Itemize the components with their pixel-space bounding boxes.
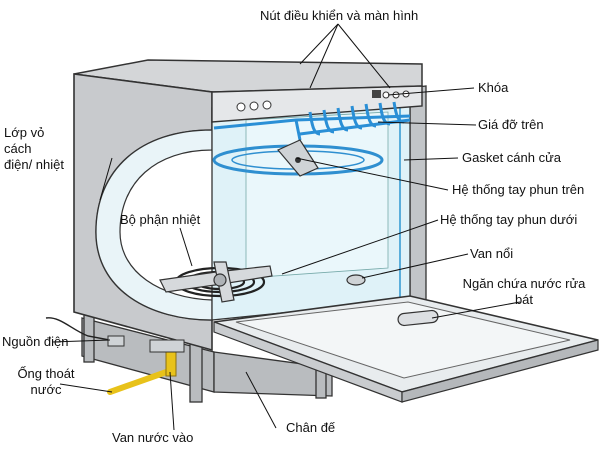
label-shell: Lớp vỏ cách điện/ nhiệt <box>4 125 64 173</box>
label-float-valve: Van nổi <box>470 246 514 261</box>
label-drain: Ống thoát nước <box>4 366 88 398</box>
open-door <box>213 295 599 403</box>
outer-shell-right <box>409 85 427 312</box>
power-connector <box>107 335 125 347</box>
control-panel <box>211 85 423 123</box>
tub-back-wall <box>245 111 389 279</box>
label-shell-line2: cách <box>4 141 32 156</box>
label-lower-spray: Hệ thống tay phun dưới <box>440 212 578 227</box>
display-screen <box>372 90 381 98</box>
float-valve <box>346 274 366 286</box>
label-shell-line1: Lớp vỏ <box>4 125 45 140</box>
label-detergent-line1: Ngăn chứa nước rửa <box>462 276 586 291</box>
label-base: Chân đế <box>286 420 336 435</box>
label-upper-spray: Hệ thống tay phun trên <box>452 182 585 197</box>
power-cord <box>45 317 121 343</box>
label-drain-line1: Ống thoát <box>17 366 75 381</box>
detergent-compartment <box>397 309 439 327</box>
label-heater: Bộ phận nhiệt <box>120 212 201 227</box>
label-door-gasket: Gasket cánh cửa <box>462 150 562 165</box>
drain-pump <box>149 339 185 353</box>
label-power: Nguồn điện <box>2 334 69 349</box>
label-controls: Nút điều khiển và màn hình <box>260 8 419 23</box>
leader-lines <box>51 23 521 431</box>
label-inlet-valve: Van nước vào <box>112 430 194 445</box>
label-upper-rack: Giá đỡ trên <box>478 117 544 132</box>
label-shell-line3: điện/ nhiệt <box>4 157 64 172</box>
label-lock: Khóa <box>478 80 509 95</box>
label-detergent-line2: bát <box>514 292 534 307</box>
label-detergent: Ngăn chứa nước rửa bát <box>454 276 594 308</box>
label-drain-line2: nước <box>30 382 62 397</box>
lower-spray-arm <box>159 261 273 303</box>
